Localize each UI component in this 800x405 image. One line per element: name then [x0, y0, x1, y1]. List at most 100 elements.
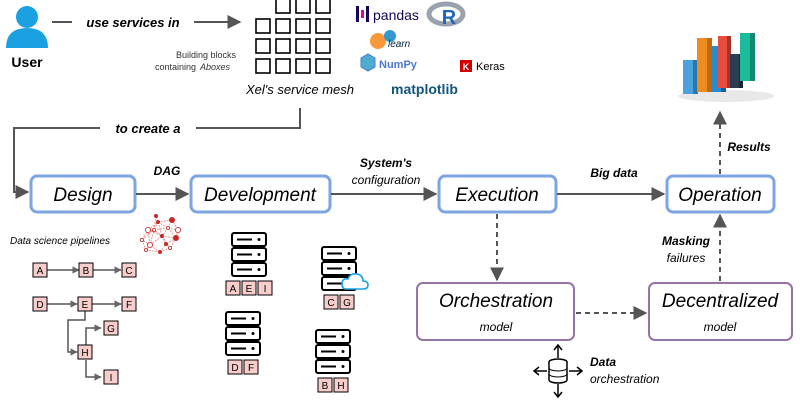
mesh-block	[315, 38, 331, 54]
mesh-block	[255, 38, 271, 54]
pipeline-nodes: A B C D E F G H I	[32, 262, 137, 385]
pipeline-node-label: B	[83, 266, 90, 277]
results-chart-icon	[678, 33, 774, 102]
server-task-label: F	[243, 359, 259, 375]
mesh-block	[275, 58, 291, 74]
server-task-label: B	[317, 377, 333, 393]
pipeline-node-label: F	[126, 300, 132, 311]
server-task-label: E	[241, 280, 257, 296]
keras-label: Keras	[476, 61, 505, 73]
pipeline-node-label: I	[110, 373, 113, 384]
pipeline-node-label: C	[125, 266, 132, 277]
pipelines-caption: Data science pipelines	[10, 236, 110, 247]
numpy-logo: NumPy	[360, 53, 418, 72]
results-label: Results	[727, 140, 771, 154]
svg-text:G: G	[343, 298, 351, 309]
orchestration-label: orchestration	[590, 372, 660, 386]
svg-text:B: B	[322, 381, 329, 392]
pipeline-node: A	[32, 262, 48, 278]
mesh-block	[255, 18, 271, 34]
orchestration-model-box: Orchestration model	[416, 282, 575, 341]
masking-label: Masking	[662, 234, 711, 248]
pipeline-node: H	[77, 344, 93, 360]
server-task-label: D	[227, 359, 243, 375]
cloud-icon	[341, 273, 369, 290]
svg-text:A: A	[230, 284, 237, 295]
to-create-label: to create a	[115, 121, 180, 136]
execution-label: Execution	[455, 185, 538, 206]
decentralized-model-box: Decentralized model	[648, 282, 793, 341]
user-icon	[6, 6, 48, 48]
svg-text:C: C	[327, 298, 334, 309]
design-label: Design	[53, 185, 112, 206]
mesh-block	[295, 58, 311, 74]
use-services-label: use services in	[86, 15, 179, 30]
pipeline-node: F	[121, 296, 137, 312]
user-label: User	[11, 54, 43, 70]
operation-label: Operation	[678, 185, 761, 206]
svg-text:E: E	[246, 284, 253, 295]
network-icon	[139, 213, 181, 254]
server-task-label: I	[257, 280, 273, 296]
pipeline-node: D	[32, 296, 48, 312]
dag-label: DAG	[154, 164, 181, 178]
service-mesh-caption: Xel's service mesh	[245, 82, 354, 97]
pipeline-edges	[47, 266, 122, 381]
svg-text:H: H	[337, 381, 344, 392]
pipeline-node: E	[77, 296, 93, 312]
learn-label: learn	[388, 39, 411, 50]
data-orchestration-icon	[532, 343, 584, 399]
server-task-label: G	[339, 294, 355, 310]
data-label: Data	[590, 355, 616, 369]
matplotlib-label: matplotlib	[391, 81, 458, 97]
pipeline-node-label: H	[81, 348, 88, 359]
r-logo: R	[426, 1, 466, 29]
mesh-block	[295, 38, 311, 54]
building-blocks-line2: containing	[155, 62, 196, 72]
svg-text:I: I	[264, 284, 267, 295]
development-stage: Development	[189, 174, 332, 214]
decentralized-subtitle: model	[704, 320, 737, 334]
keras-logo: K Keras	[460, 60, 505, 73]
svg-text:F: F	[248, 363, 254, 374]
pipeline-node: I	[103, 369, 119, 385]
server-task-label: A	[225, 280, 241, 296]
pipeline-node-label: D	[36, 300, 43, 311]
decentralized-title: Decentralized	[662, 291, 780, 312]
development-label: Development	[204, 185, 317, 206]
to-create-arrow	[13, 108, 301, 199]
execution-stage: Execution	[437, 174, 558, 214]
pipeline-node-label: E	[82, 300, 89, 311]
orchestration-subtitle: model	[480, 320, 513, 334]
mesh-block	[255, 58, 271, 74]
mesh-block	[315, 18, 331, 34]
mesh-block	[315, 58, 331, 74]
mesh-block	[275, 0, 291, 14]
failures-label: failures	[667, 251, 706, 265]
orchestration-title: Orchestration	[439, 291, 553, 312]
server-task-label: H	[333, 377, 349, 393]
systems-label: System's	[360, 156, 413, 170]
mesh-block	[275, 18, 291, 34]
pipeline-node: C	[121, 262, 137, 278]
configuration-label: configuration	[352, 173, 421, 187]
pipeline-node: B	[78, 262, 94, 278]
mesh-block	[295, 0, 311, 14]
operation-stage: Operation	[665, 174, 776, 214]
big-data-label: Big data	[590, 166, 638, 180]
pandas-label: pandas	[373, 7, 419, 23]
service-mesh-grid	[255, 0, 331, 74]
svg-text:D: D	[231, 363, 238, 374]
aboxes-label: Aboxes	[199, 62, 231, 72]
pandas-logo: pandas	[356, 6, 419, 23]
design-stage: Design	[29, 174, 137, 214]
keras-k: K	[463, 62, 470, 72]
pipeline-node-label: G	[107, 324, 115, 335]
r-label: R	[442, 7, 457, 29]
